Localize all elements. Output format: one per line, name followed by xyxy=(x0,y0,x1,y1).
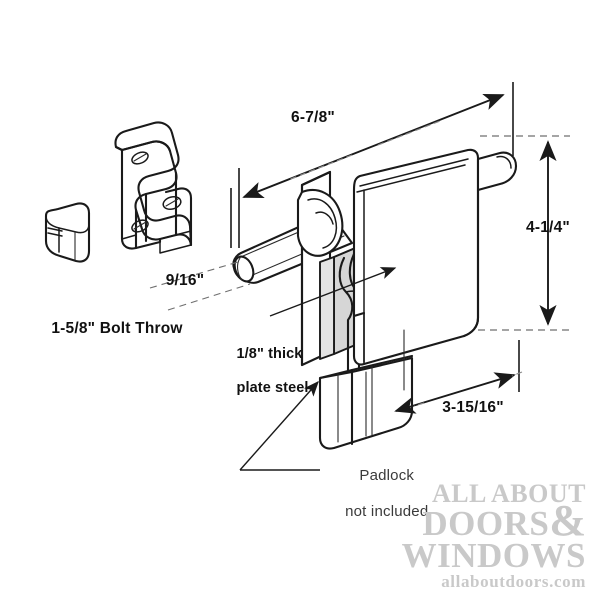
note-plate-steel-line1: 1/8" thick xyxy=(236,346,303,362)
dimension-overall-height xyxy=(478,135,570,331)
note-padlock-line1: Padlock xyxy=(359,467,415,484)
dimension-bolt-diameter xyxy=(149,188,251,311)
dimension-label-body-depth: 3-15/16" xyxy=(442,399,504,416)
watermark-ampersand: & xyxy=(549,496,586,545)
dimension-body-depth xyxy=(394,340,523,414)
part-bushing-sleeve xyxy=(44,202,91,263)
part-z-bracket-strike xyxy=(114,121,193,254)
dimension-label-overall-length: 6-7/8" xyxy=(291,109,335,126)
dimension-label-bolt-diameter: 9/16" xyxy=(165,272,205,289)
dimension-overall-length xyxy=(238,82,514,248)
watermark-logo: ALL ABOUT DOORS & WINDOWS allaboutdoors.… xyxy=(402,481,586,592)
note-padlock: Padlock not included xyxy=(328,449,429,539)
watermark-line-windows: WINDOWS xyxy=(401,536,586,575)
note-plate-steel-line2: plate steel xyxy=(236,380,309,396)
dimension-label-bolt-throw: 1-5/8" Bolt Throw xyxy=(51,320,183,337)
watermark-row-doors: DOORS & xyxy=(402,496,586,545)
note-padlock-line2: not included xyxy=(345,503,429,520)
dimension-label-overall-height: 4-1/4" xyxy=(526,219,570,236)
watermark-url: allaboutdoors.com xyxy=(441,572,586,591)
part-lock-body xyxy=(296,148,518,374)
watermark-line-doors: DOORS xyxy=(422,504,550,543)
watermark-line-all-about: ALL ABOUT xyxy=(431,479,586,508)
leader-plate-steel xyxy=(269,267,397,317)
leader-padlock xyxy=(239,380,320,471)
note-plate-steel: 1/8" thick plate steel xyxy=(220,329,309,414)
